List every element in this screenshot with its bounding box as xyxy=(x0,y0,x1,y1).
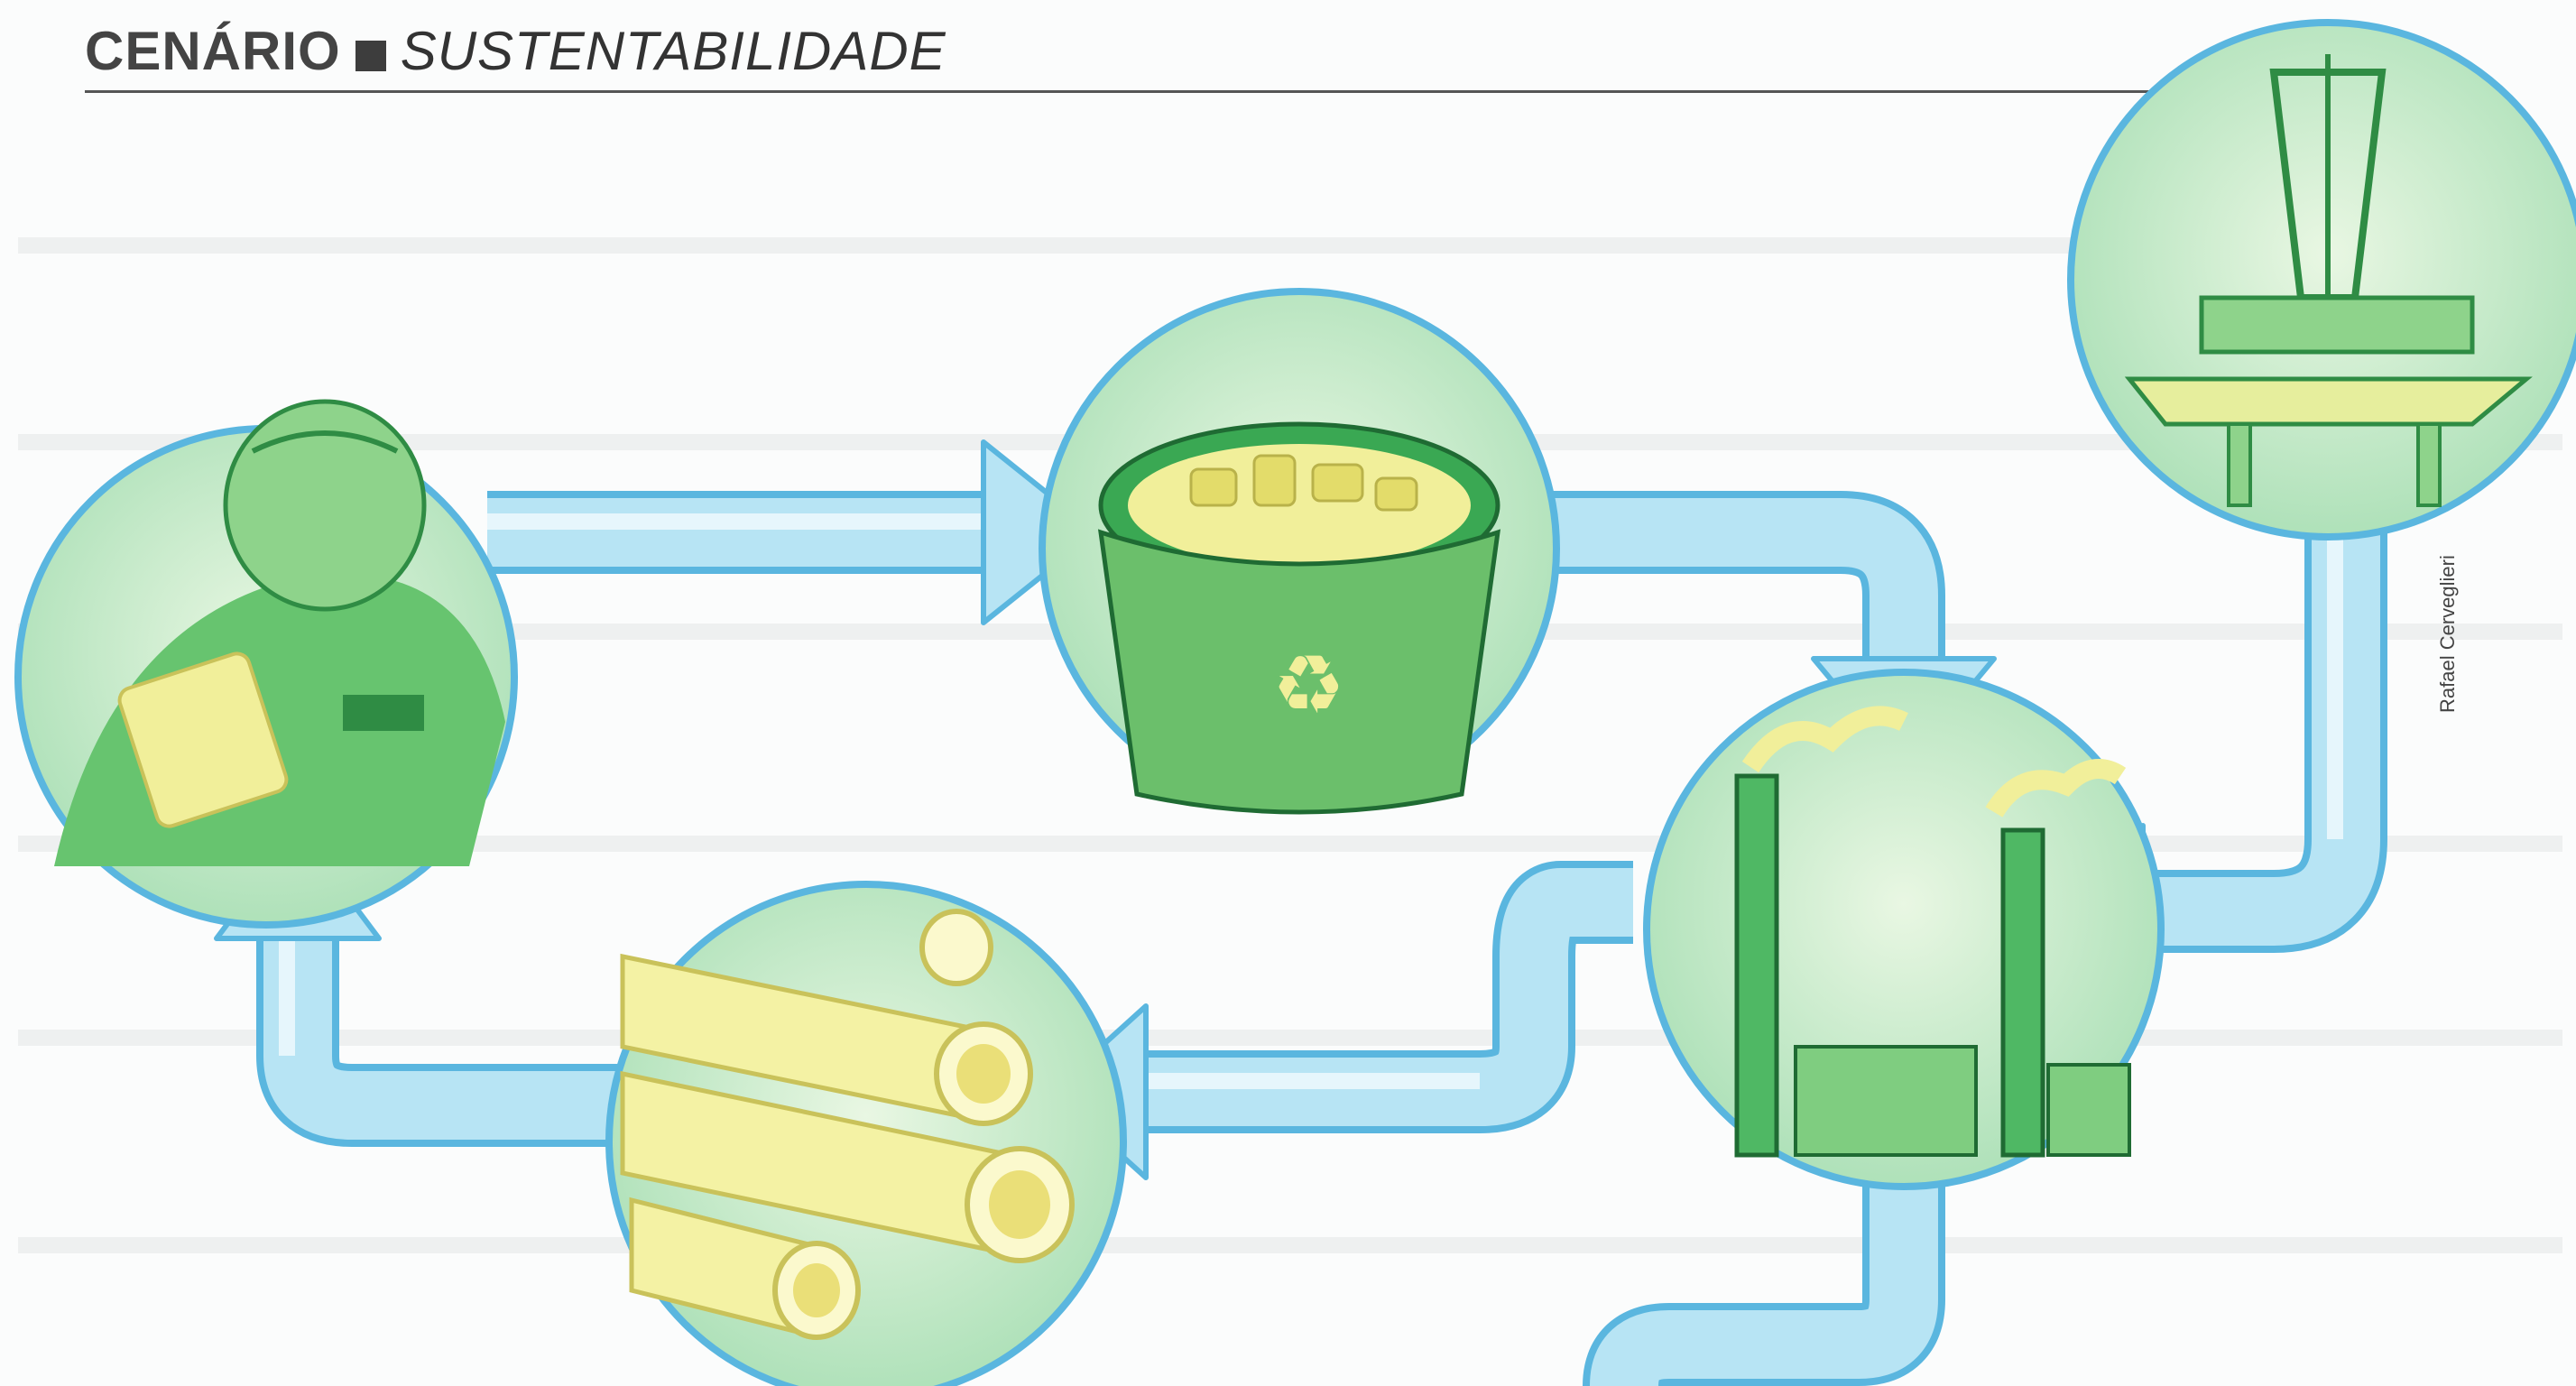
refinery-icon xyxy=(1647,672,2161,1187)
oil-platform-icon xyxy=(2071,23,2576,537)
recycling-bin-icon: ♻ xyxy=(1042,291,1556,812)
svg-text:♻: ♻ xyxy=(1272,638,1345,733)
photo-credit: Rafael Cerveglieri xyxy=(2436,555,2460,713)
person-holding-plastic-icon xyxy=(18,402,514,925)
plastic-pipes-icon xyxy=(609,884,1123,1386)
